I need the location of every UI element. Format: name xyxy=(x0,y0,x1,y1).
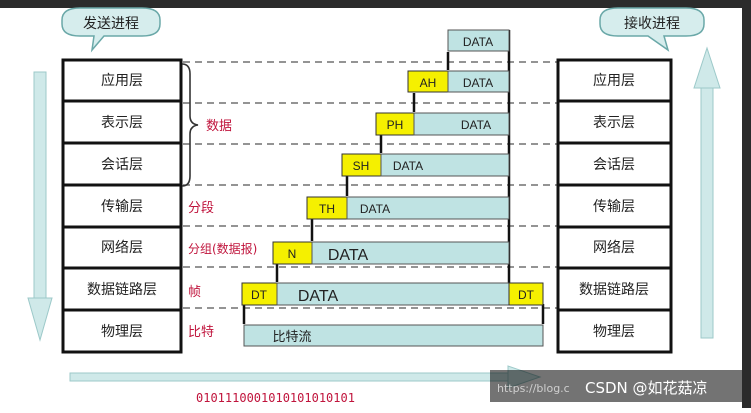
label-data: 数据 xyxy=(206,119,232,134)
sender-layer-physical: 物理层 xyxy=(101,324,143,340)
pdu-application-header: AH xyxy=(420,76,437,90)
pdu-session-header: SH xyxy=(353,159,370,173)
pdu-presentation: PH DATA xyxy=(375,112,510,136)
sender-layer-network: 网络层 xyxy=(101,240,143,256)
right-dark-band xyxy=(742,0,751,408)
sender-layer-session: 会话层 xyxy=(101,157,143,173)
bitstream: 0101110001010101010101 xyxy=(196,391,355,405)
label-frame: 帧 xyxy=(188,285,201,300)
pdu-transport-header: TH xyxy=(319,202,335,216)
send-process-label: 发送进程 xyxy=(83,16,139,32)
pdu-datalink-header: DT xyxy=(251,288,268,302)
upper-layers-brace xyxy=(181,63,199,187)
label-segment: 分段 xyxy=(188,201,214,216)
down-arrow xyxy=(27,71,53,342)
receiver-layer-application: 应用层 xyxy=(593,72,635,89)
pdu-network-header: N xyxy=(288,247,297,261)
pdu-datalink-body: DATA xyxy=(298,288,339,305)
watermark: https://blog.c CSDN @如花菇凉 xyxy=(490,370,742,402)
receiver-layer-physical: 物理层 xyxy=(593,324,635,340)
pdu-application-body: DATA xyxy=(463,76,493,90)
receiver-layer-stack: 应用层 表示层 会话层 传输层 网络层 数据链路层 物理层 xyxy=(556,58,673,354)
pdu-datalink: DT DATA DT xyxy=(241,282,544,306)
receiver-layer-network: 网络层 xyxy=(593,240,635,256)
right-arrow xyxy=(69,365,542,389)
receiver-layer-presentation: 表示层 xyxy=(593,115,635,131)
pdu-application: AH DATA xyxy=(407,70,510,93)
pdu-presentation-header: PH xyxy=(387,118,404,132)
pdu-top: DATA xyxy=(447,29,510,52)
sender-layer-datalink: 数据链路层 xyxy=(87,282,157,298)
pdu-physical-body: 比特流 xyxy=(272,330,311,345)
watermark-text: CSDN @如花菇凉 xyxy=(585,379,708,397)
send-process-bubble: 发送进程 xyxy=(61,7,161,53)
top-dark-band xyxy=(0,0,751,8)
pdu-datalink-trailer: DT xyxy=(518,288,535,302)
pdu-transport-body: DATA xyxy=(360,202,390,216)
watermark-url: https://blog.c xyxy=(497,382,570,395)
pdu-top-data: DATA xyxy=(463,35,493,49)
sender-layer-presentation: 表示层 xyxy=(101,115,143,131)
pdu-session-body: DATA xyxy=(393,159,423,173)
label-packet: 分组(数据报) xyxy=(188,241,257,256)
sender-layer-stack: 应用层 表示层 会话层 传输层 网络层 数据链路层 物理层 xyxy=(61,58,183,354)
receiver-layer-transport: 传输层 xyxy=(593,199,635,215)
dashed-lines xyxy=(183,61,558,309)
pdu-network-body: DATA xyxy=(328,247,369,264)
recv-process-bubble: 接收进程 xyxy=(599,7,705,52)
pdu-presentation-body: DATA xyxy=(461,118,491,132)
label-bits: 比特 xyxy=(188,325,214,340)
sender-layer-transport: 传输层 xyxy=(101,199,143,215)
up-arrow xyxy=(693,46,721,339)
pdu-physical: 比特流 xyxy=(243,324,544,347)
recv-process-label: 接收进程 xyxy=(624,15,680,32)
sender-layer-application: 应用层 xyxy=(101,72,143,89)
receiver-layer-session: 会话层 xyxy=(593,157,635,173)
pdu-network: N DATA xyxy=(272,241,510,265)
pdu-transport: TH DATA xyxy=(306,196,510,220)
pdu-session: SH DATA xyxy=(341,153,510,177)
receiver-layer-datalink: 数据链路层 xyxy=(579,282,649,298)
